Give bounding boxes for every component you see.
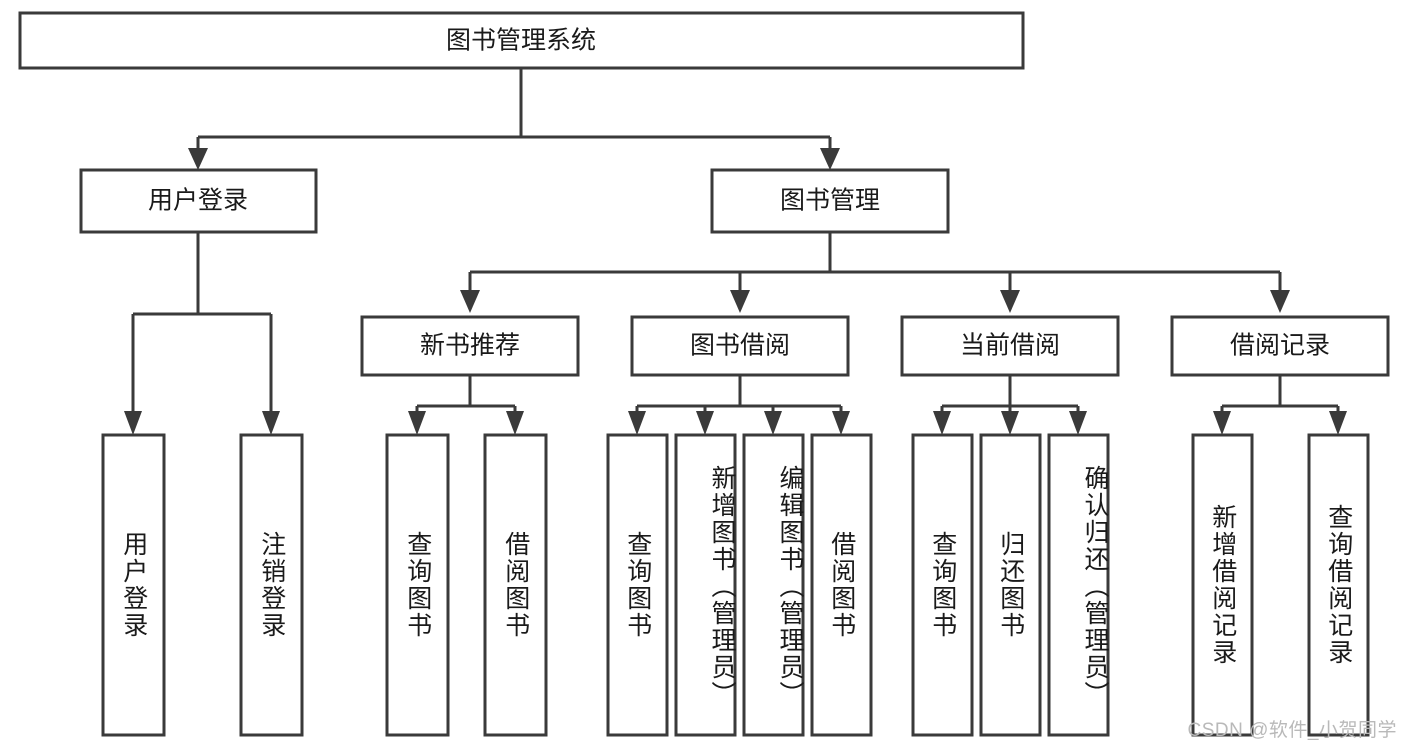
node-borrow-record-label: 借阅记录 [1230,332,1330,360]
arrow-head-leaf-return-book [1001,411,1019,435]
arrow-head-book-borrow [730,290,750,313]
arrow-head-leaf-edit-book [764,411,782,435]
arrow-head-leaf-user-login [124,411,142,435]
node-leaf-borrow-book-1-box[interactable] [483,433,548,737]
node-book-borrow-box[interactable] [630,315,850,377]
node-leaf-query-record-box[interactable] [1307,433,1370,737]
arrow-head-leaf-query-record [1329,411,1347,435]
arrow-head-current-borrow [1000,290,1020,313]
csdn-watermark: CSDN @软件_小贺同学 [1187,720,1397,741]
node-leaf-query-book-1-box[interactable] [385,433,450,737]
arrow-head-leaf-user-logout [262,411,280,435]
arrow-head-leaf-add-book [696,411,714,435]
node-current-borrow-box[interactable] [900,315,1120,377]
arrow-head-leaf-borrow-book-1 [506,411,524,435]
node-leaf-user-logout-box[interactable] [239,433,304,737]
node-leaf-query-book-3-box[interactable] [911,433,974,737]
node-root-label: 图书管理系统 [446,27,596,55]
node-leaf-add-record-box[interactable] [1191,433,1254,737]
arrow-head-leaf-query-book-2 [628,411,646,435]
node-root-box[interactable] [18,11,1025,70]
node-leaf-query-book-2-box[interactable] [606,433,669,737]
arrow-head-leaf-query-book-1 [408,411,426,435]
node-leaf-edit-book-box[interactable] [742,433,805,737]
arrow-head-leaf-borrow-book-2 [832,411,850,435]
arrow-head-book-management [820,148,840,170]
node-current-borrow-label: 当前借阅 [960,332,1060,360]
node-leaf-borrow-book-2-box[interactable] [810,433,873,737]
node-user-login-label: 用户登录 [148,187,248,215]
connector-layer [124,68,1347,435]
node-new-book-recommend-box[interactable] [360,315,580,377]
node-book-management-label: 图书管理 [780,187,880,215]
arrow-head-leaf-add-record [1213,411,1231,435]
arrow-head-new-book-recommend [460,290,480,313]
node-leaf-add-book-box[interactable] [674,433,737,737]
node-borrow-record-box[interactable] [1170,315,1390,377]
node-layer: 图书管理系统 用户登录 图书管理 新书推荐 图书借阅 当前借阅 借阅记录 [18,11,1390,737]
arrow-head-user-login [188,148,208,170]
node-leaf-confirm-return-box[interactable] [1047,433,1110,737]
node-new-book-recommend-label: 新书推荐 [420,332,520,360]
arrow-head-leaf-query-book-3 [933,411,951,435]
node-user-login-box[interactable] [79,168,318,234]
node-book-management-box[interactable] [710,168,950,234]
node-leaf-user-login-box[interactable] [101,433,166,737]
arrow-head-leaf-confirm-return [1069,411,1087,435]
node-leaf-return-book-box[interactable] [979,433,1042,737]
arrow-head-borrow-record [1270,290,1290,313]
node-book-borrow-label: 图书借阅 [690,332,790,360]
